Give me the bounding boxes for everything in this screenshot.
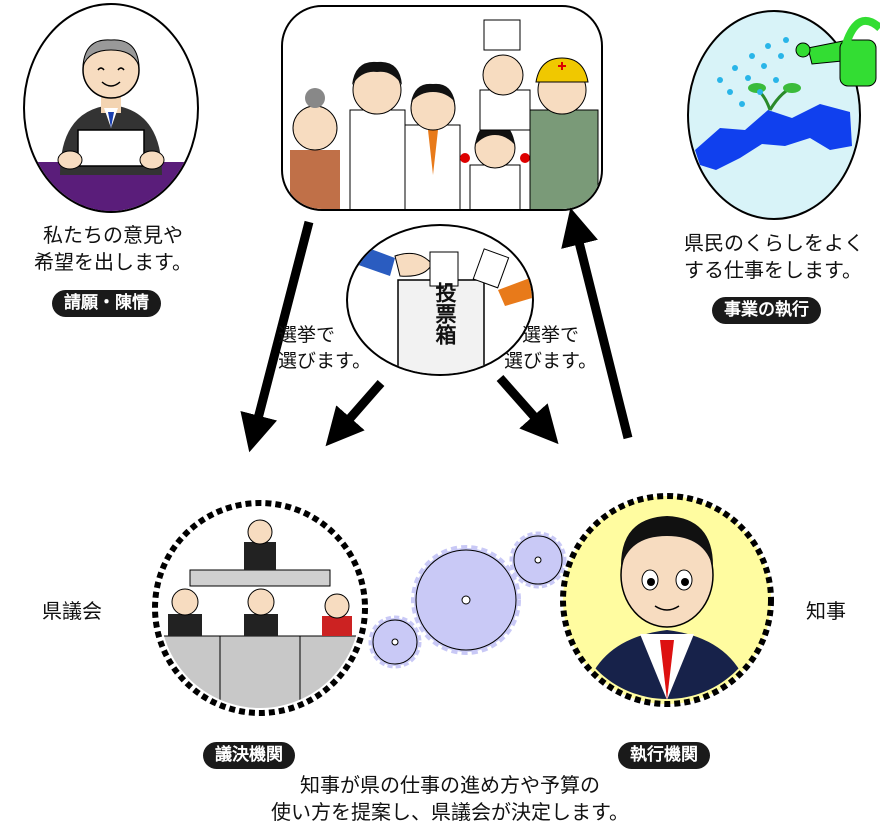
citizens-illustration bbox=[281, 5, 603, 211]
arrow-ballot-to-assembly bbox=[325, 380, 385, 447]
assembly-name: 県議会 bbox=[42, 599, 102, 623]
petition-description: 私たちの意見や 希望を出します。 bbox=[28, 222, 198, 276]
petition-illustration bbox=[23, 3, 199, 213]
election-right-line1: 選挙で bbox=[522, 324, 580, 346]
execution-description: 県民のくらしをよく する仕事をします。 bbox=[684, 230, 864, 284]
assembly-illustration bbox=[152, 500, 368, 716]
election-right-line2: 選びます。 bbox=[504, 350, 598, 372]
governor-name: 知事 bbox=[806, 599, 846, 623]
executive-badge: 執行機関 bbox=[618, 742, 710, 769]
execution-text-line2: する仕事をします。 bbox=[684, 258, 862, 282]
ballot-box-icon bbox=[346, 224, 534, 376]
watering-can-icon bbox=[795, 16, 880, 87]
prefecture-map-icon bbox=[687, 10, 861, 220]
election-left-label: 選挙で 選びます。 bbox=[278, 322, 371, 374]
petition-text-line2: 希望を出します。 bbox=[34, 250, 192, 274]
petition-text-line1: 私たちの意見や bbox=[43, 223, 183, 247]
ballot-box-label: 投票箱 bbox=[433, 282, 457, 345]
execution-text-line1: 県民のくらしをよく bbox=[684, 231, 864, 255]
caption: 知事が県の仕事の進め方や予算の 使い方を提案し、県議会が決定します。 bbox=[230, 772, 670, 826]
arrow-governor-to-citizens bbox=[561, 207, 633, 440]
caption-line2: 使い方を提案し、県議会が決定します。 bbox=[271, 800, 629, 824]
election-arrows bbox=[240, 207, 633, 453]
election-right-label: 選挙で 選びます。 bbox=[504, 322, 597, 374]
execution-badge: 事業の執行 bbox=[712, 297, 821, 324]
election-left-line2: 選びます。 bbox=[278, 350, 372, 372]
arrow-citizens-to-assembly bbox=[240, 220, 314, 453]
arrow-ballot-to-governor bbox=[496, 375, 559, 445]
petition-badge: 請願・陳情 bbox=[52, 290, 161, 317]
governor-illustration bbox=[560, 493, 774, 707]
legislative-badge: 議決機関 bbox=[203, 742, 295, 769]
caption-line1: 知事が県の仕事の進め方や予算の bbox=[300, 773, 600, 797]
election-left-line1: 選挙で bbox=[278, 324, 336, 346]
gear-icon bbox=[368, 531, 567, 669]
